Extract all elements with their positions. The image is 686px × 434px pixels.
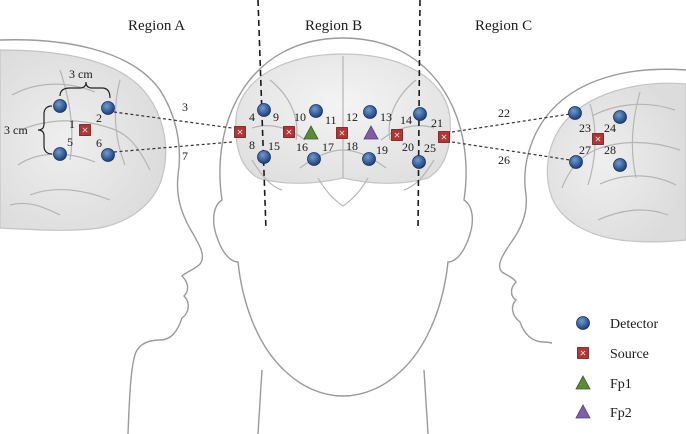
channel-label: 22 <box>498 106 510 120</box>
left-head-profile <box>0 39 204 434</box>
detector-marker <box>53 147 67 161</box>
channel-label: 17 <box>322 140 334 154</box>
source-marker <box>283 126 295 138</box>
legend-fp2-swatch <box>575 404 591 419</box>
region-b-label: Region B <box>305 18 362 34</box>
channel-label: 5 <box>67 135 73 149</box>
channel-label: 20 <box>402 140 414 154</box>
legend-source-label: Source <box>610 347 649 362</box>
width-label: 3 cm <box>69 67 93 81</box>
detector-marker <box>101 101 115 115</box>
detector-marker <box>568 106 582 120</box>
channel-label: 7 <box>182 149 188 163</box>
detector-marker <box>53 99 67 113</box>
channel-label: 18 <box>346 139 358 153</box>
fp2-marker <box>363 125 379 140</box>
channel-label: 16 <box>296 140 308 154</box>
channel-label: 27 <box>579 143 591 157</box>
region-a-label: Region A <box>128 18 185 34</box>
legend-fp2-label: Fp2 <box>610 406 632 421</box>
channel-label: 26 <box>498 153 510 167</box>
detector-marker <box>613 158 627 172</box>
detector-marker <box>362 152 376 166</box>
legend-source-swatch <box>577 347 589 359</box>
channel-label: 15 <box>268 139 280 153</box>
height-bracket <box>37 105 53 155</box>
channel-label: 4 <box>249 110 255 124</box>
leader-line <box>451 141 571 161</box>
legend: Detector Source Fp1 Fp2 <box>552 304 686 434</box>
channel-label: 2 <box>96 111 102 125</box>
channel-label: 14 <box>400 113 412 127</box>
source-marker <box>79 124 91 136</box>
source-marker <box>438 131 450 143</box>
legend-detector-label: Detector <box>610 317 659 332</box>
source-marker <box>336 127 348 139</box>
detector-marker <box>569 155 583 169</box>
channel-label: 25 <box>424 141 436 155</box>
leader-line <box>113 111 233 129</box>
front-head <box>212 37 474 434</box>
detector-marker <box>412 155 426 169</box>
detector-marker <box>257 103 271 117</box>
fp1-marker <box>303 125 319 140</box>
channel-label: 21 <box>431 116 443 130</box>
channel-label: 6 <box>96 136 102 150</box>
region-c-label: Region C <box>475 18 532 34</box>
channel-label: 8 <box>249 138 255 152</box>
detector-marker <box>307 152 321 166</box>
source-marker <box>592 133 604 145</box>
channel-label: 12 <box>346 110 358 124</box>
detector-marker <box>309 104 323 118</box>
legend-detector-swatch <box>576 316 590 330</box>
legend-fp1-label: Fp1 <box>610 377 632 392</box>
width-bracket <box>59 81 111 99</box>
channel-label: 13 <box>380 110 392 124</box>
leader-line <box>451 113 571 133</box>
channel-label: 11 <box>325 113 337 127</box>
channel-label: 3 <box>182 100 188 114</box>
source-marker <box>234 126 246 138</box>
detector-marker <box>363 105 377 119</box>
channel-label: 24 <box>604 121 616 135</box>
channel-label: 23 <box>579 121 591 135</box>
detector-marker <box>413 107 427 121</box>
legend-fp1-swatch <box>575 375 591 390</box>
channel-label: 9 <box>273 110 279 124</box>
channel-label: 10 <box>294 110 306 124</box>
channel-label: 28 <box>604 143 616 157</box>
height-label: 3 cm <box>4 123 28 137</box>
detector-marker <box>101 148 115 162</box>
channel-label: 1 <box>69 117 75 131</box>
source-marker <box>391 129 403 141</box>
channel-label: 19 <box>376 143 388 157</box>
